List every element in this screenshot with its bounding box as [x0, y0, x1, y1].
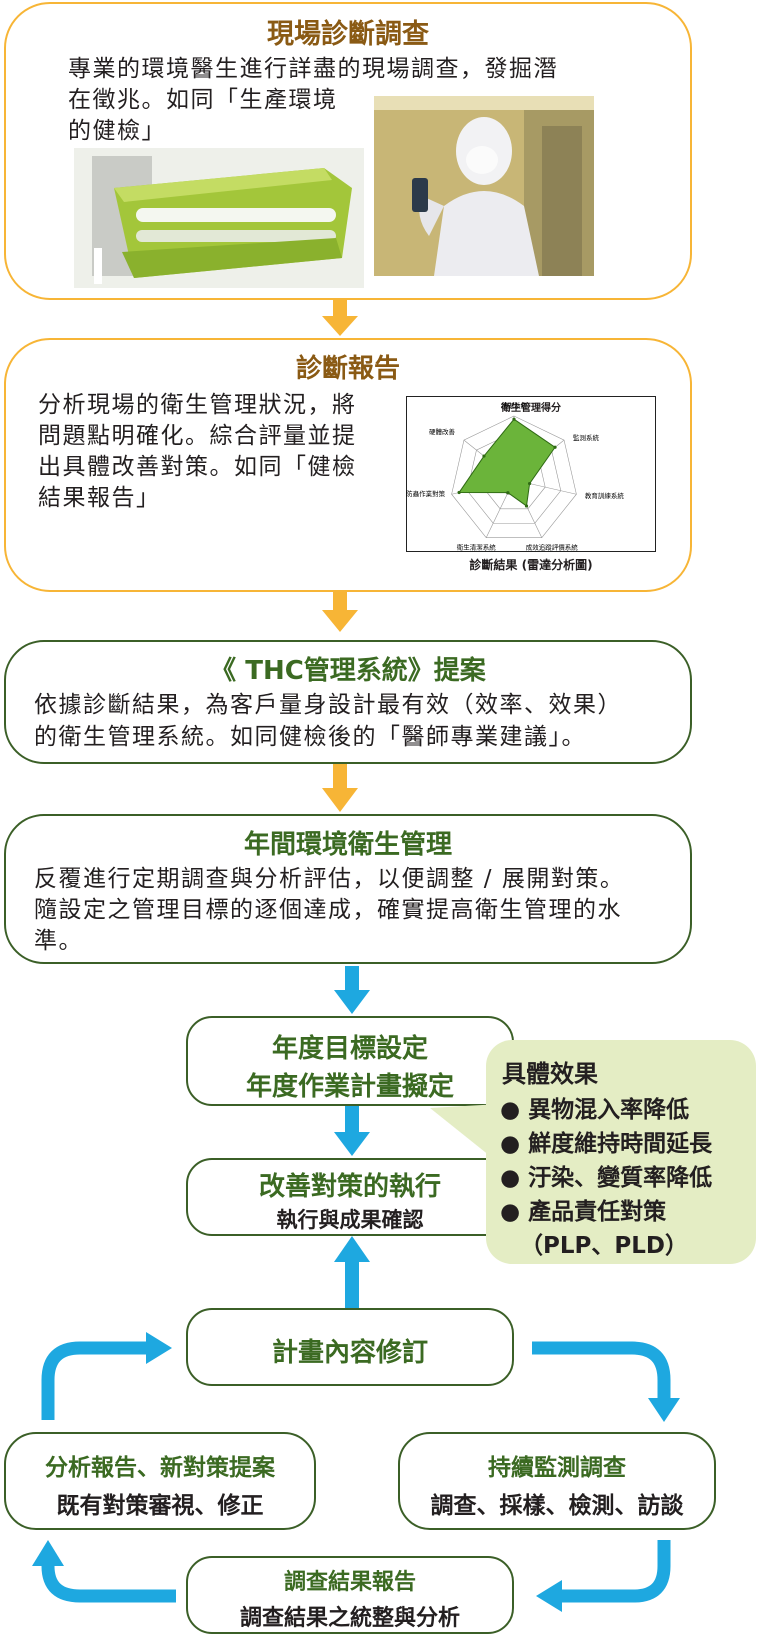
arrowhead-analysis [32, 1540, 64, 1566]
effects-item-4: ● 產品責任對策 [500, 1199, 667, 1225]
arrow-monitor-to-report [560, 1540, 671, 1603]
light-trap-photo [74, 148, 364, 288]
step3-title: 《 THC管理系統》提案 [210, 656, 486, 686]
analysis-line1: 分析報告、新對策提案 [45, 1455, 275, 1481]
report-box: 調查結果報告 調查結果之統整與分析 [186, 1556, 514, 1634]
execution-sub: 執行與成果確認 [276, 1208, 424, 1232]
arrow-up-revise [334, 1236, 370, 1308]
inspector-photo [374, 96, 594, 276]
radar-title: 衛生管理得分 [501, 403, 561, 414]
effects-bubble: 具體效果 ● 異物混入率降低 ● 鮮度維持時間延長 ● 汙染、變質率降低 ● 產… [486, 1040, 756, 1264]
effects-item-4-sub: （PLP、PLD） [520, 1233, 688, 1259]
arrow-revise-to-monitor [532, 1341, 671, 1400]
step1-line2: 在徵兆。如同「生產環境 [68, 87, 338, 113]
arrow-down-4 [334, 966, 370, 1014]
radar-axis-label: 基礎系統 [501, 401, 528, 410]
arrow-down-1 [322, 300, 358, 336]
radar-data-point [512, 417, 516, 421]
analysis-box: 分析報告、新對策提案 既有對策審視、修正 [4, 1432, 316, 1530]
radar-frame [406, 396, 656, 552]
revise-label: 計畫內容修訂 [271, 1338, 428, 1368]
radar-axis-label: 成效追蹤評價系統 [526, 543, 579, 552]
radar-data-area [458, 418, 556, 507]
arrowhead-monitor [648, 1398, 680, 1422]
step2-line1: 分析現場的衛生管理狀況，將 [38, 392, 357, 418]
effects-item-3: ● 汙染、變質率降低 [500, 1165, 713, 1191]
monitor-line1: 持續監測調查 [488, 1455, 626, 1481]
radar-axis-label: 防蟲作業對策 [406, 489, 446, 498]
radar-caption: 診斷結果 (雷達分析圖) [469, 558, 593, 572]
arrow-down-3 [322, 764, 358, 812]
radar-grid-ring [451, 415, 577, 538]
step1-title: 現場診斷調查 [267, 19, 429, 50]
radar-data-point [457, 490, 461, 495]
step3-line1: 依據診斷結果，為客戶量身設計最有效（效率、效果） [34, 692, 622, 718]
radar-data-point [506, 491, 510, 495]
goal-line2: 年度作業計畫擬定 [245, 1072, 454, 1102]
monitor-box: 持續監測調查 調查、採樣、檢測、訪談 [398, 1432, 716, 1530]
effects-title: 具體效果 [502, 1060, 598, 1088]
step3-box: 《 THC管理系統》提案 依據診斷結果，為客戶量身設計最有效（效率、效果） 的衛… [4, 640, 692, 764]
effects-item-1: ● 異物混入率降低 [500, 1097, 690, 1123]
radar-grid-ring [466, 431, 562, 524]
arrow-down-2 [322, 592, 358, 632]
radar-chart: 衛生管理得分 基礎系統監測系統教育訓練系統成效追蹤評價系統 衛生清潔系統 防蟲作業對… [406, 396, 656, 576]
arrowhead-revise [146, 1332, 172, 1364]
step2-line3: 出具體改善對策。如同「健檢 [38, 454, 357, 480]
radar-data-point [527, 481, 532, 486]
radar-axis-label: 監測系統 [573, 433, 600, 442]
arrow-report-to-analysis [41, 1564, 176, 1603]
step4-line2: 隨設定之管理目標的逐個達成，確實提高衛生管理的水 [34, 897, 622, 923]
execution-box: 改善對策的執行 執行與成果確認 [186, 1158, 514, 1236]
step2-title: 診斷報告 [295, 354, 400, 384]
step3-line2: 的衛生管理系統。如同健檢後的「醫師專業建議」。 [34, 724, 586, 750]
step4-line1: 反覆進行定期調查與分析評估，以便調整 / 展開對策。 [34, 866, 625, 892]
report-line2: 調查結果之統整與分析 [239, 1606, 460, 1631]
step4-title: 年間環境衛生管理 [243, 830, 452, 860]
analysis-line2: 既有對策審視、修正 [56, 1493, 264, 1519]
arrow-analysis-to-revise [41, 1341, 148, 1420]
radar-data-point [553, 445, 557, 449]
revise-box: 計畫內容修訂 [186, 1308, 514, 1386]
radar-axis-label: 教育訓練系統 [585, 491, 625, 500]
step2-line2: 問題點明確化。綜合評量並提 [38, 423, 357, 449]
step2-line4: 結果報告」 [38, 485, 161, 511]
arrowhead-report [536, 1580, 562, 1612]
step1-line3: 的健檢」 [68, 118, 166, 144]
radar-axis-label: 衛生清潔系統 [457, 543, 497, 552]
step4-box: 年間環境衛生管理 反覆進行定期調查與分析評估，以便調整 / 展開對策。 隨設定之… [4, 814, 692, 964]
goal-line1: 年度目標設定 [271, 1034, 428, 1064]
monitor-line2: 調查、採樣、檢測、訪談 [430, 1493, 684, 1519]
radar-data-point [524, 504, 529, 508]
execution-title: 改善對策的執行 [258, 1172, 441, 1202]
radar-data-point [482, 454, 486, 458]
arrow-down-5 [334, 1106, 370, 1156]
step1-line1: 專業的環境醫生進行詳盡的現場調查，發掘潛 [68, 56, 558, 82]
step1-box: 現場診斷調查 專業的環境醫生進行詳盡的現場調查，發掘潛 在徵兆。如同「生產環境 … [4, 2, 692, 300]
radar-axis-label: 硬體改善 [429, 427, 456, 436]
report-line1: 調查結果報告 [283, 1570, 416, 1595]
step4-line3: 準。 [34, 928, 83, 954]
effects-item-2: ● 鮮度維持時間延長 [500, 1131, 713, 1157]
step2-box: 診斷報告 分析現場的衛生管理狀況，將 問題點明確化。綜合評量並提 出具體改善對策… [4, 338, 692, 592]
